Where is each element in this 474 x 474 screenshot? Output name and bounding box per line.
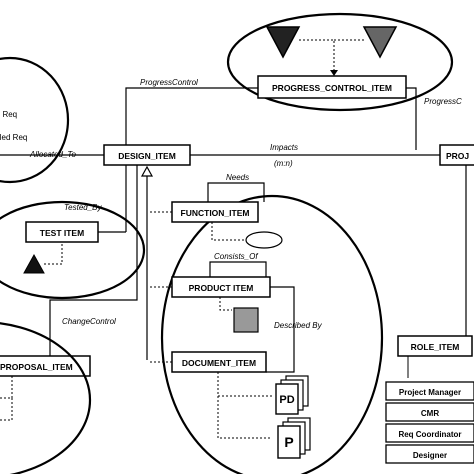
- product-square-icon: [233, 307, 259, 333]
- function-cloud-icon: [245, 231, 283, 249]
- requirement-text-2: iled Req: [0, 133, 27, 142]
- described-by-label: Described By: [274, 321, 323, 330]
- triangles-connector: [299, 39, 335, 75]
- needs-edge: [207, 182, 265, 202]
- product-square-connector: [219, 297, 232, 311]
- p-document-icon: P: [277, 417, 311, 459]
- proposal-ellipse: [0, 322, 92, 474]
- document-item-label: DOCUMENT_ITEM: [182, 358, 256, 368]
- role-box-req-coordinator[interactable]: [385, 423, 474, 443]
- requirements-ellipse: [0, 56, 70, 184]
- progress-control-edge-label-right: ProgressC: [424, 97, 462, 106]
- inherit-arrowhead: [140, 165, 154, 177]
- product-ellipse: [160, 194, 384, 474]
- progress-control-edge-right: [406, 87, 417, 150]
- role-box-project-manager[interactable]: [385, 381, 474, 401]
- allocated-to-label: Allocated_To: [29, 150, 77, 159]
- design-item-label: DESIGN_ITEM: [118, 151, 176, 161]
- tested-by-label: Tested_By: [64, 203, 103, 212]
- role-box-designer[interactable]: [385, 444, 474, 464]
- proposal-item-box[interactable]: [0, 355, 91, 377]
- impacts-label: Impacts: [270, 143, 298, 152]
- consists-of-label: Consists_Of: [214, 252, 258, 261]
- role-item-box[interactable]: [397, 335, 473, 357]
- p-document-text: P: [284, 434, 293, 450]
- test-triangle-icon: [23, 253, 45, 274]
- role-label-cmr: CMR: [421, 409, 439, 418]
- proposal-item-label: PROPOSAL_ITEM: [0, 362, 73, 372]
- document-p-connector: [217, 396, 272, 439]
- needs-label: Needs: [226, 173, 249, 182]
- described-by-edge: [266, 286, 295, 373]
- role-label-req-coordinator: Req Coordinator: [398, 430, 461, 439]
- test-ellipse: [0, 200, 146, 300]
- test-item-box[interactable]: [25, 221, 99, 243]
- role-list: Project Manager CMR Req Coordinator Desi…: [385, 381, 474, 464]
- progress-control-item-box[interactable]: [257, 75, 407, 99]
- role-item-label: ROLE_ITEM: [411, 342, 460, 352]
- progress-control-edge-label-left: ProgressControl: [140, 78, 198, 87]
- grey-triangle-icon: [362, 26, 398, 59]
- role-label-project-manager: Project Manager: [399, 388, 461, 397]
- change-control-edge: [49, 165, 138, 358]
- role-box-cmr[interactable]: [385, 402, 474, 422]
- progress-control-edge-left: [125, 87, 258, 150]
- proposal-dotted-2: [0, 398, 13, 421]
- impacts-sub-label: (m:n): [274, 159, 293, 168]
- pd-document-text: PD: [279, 394, 294, 406]
- pd-document-icon: PD: [275, 375, 309, 415]
- function-cloud-connector: [211, 222, 246, 241]
- test-item-label: TEST ITEM: [40, 228, 84, 238]
- consists-of-edge: [209, 261, 267, 277]
- function-item-label: FUNCTION_ITEM: [181, 208, 250, 218]
- document-pd-connector: [217, 372, 272, 397]
- progress-control-item-label: PROGRESS_CONTROL_ITEM: [272, 83, 392, 93]
- test-triangle-connector: [44, 242, 63, 265]
- project-item-box[interactable]: [439, 144, 474, 166]
- requirement-text-1: : Req: [0, 110, 17, 119]
- project-item-label: PROJ: [446, 151, 469, 161]
- arrowhead: [330, 70, 338, 76]
- progress-control-ellipse: [226, 12, 454, 112]
- proposal-dotted-1: [0, 376, 13, 399]
- dark-triangle-icon: [265, 26, 301, 59]
- product-item-label: PRODUCT ITEM: [189, 283, 254, 293]
- role-label-designer: Designer: [413, 451, 447, 460]
- change-control-label: ChangeControl: [62, 317, 116, 326]
